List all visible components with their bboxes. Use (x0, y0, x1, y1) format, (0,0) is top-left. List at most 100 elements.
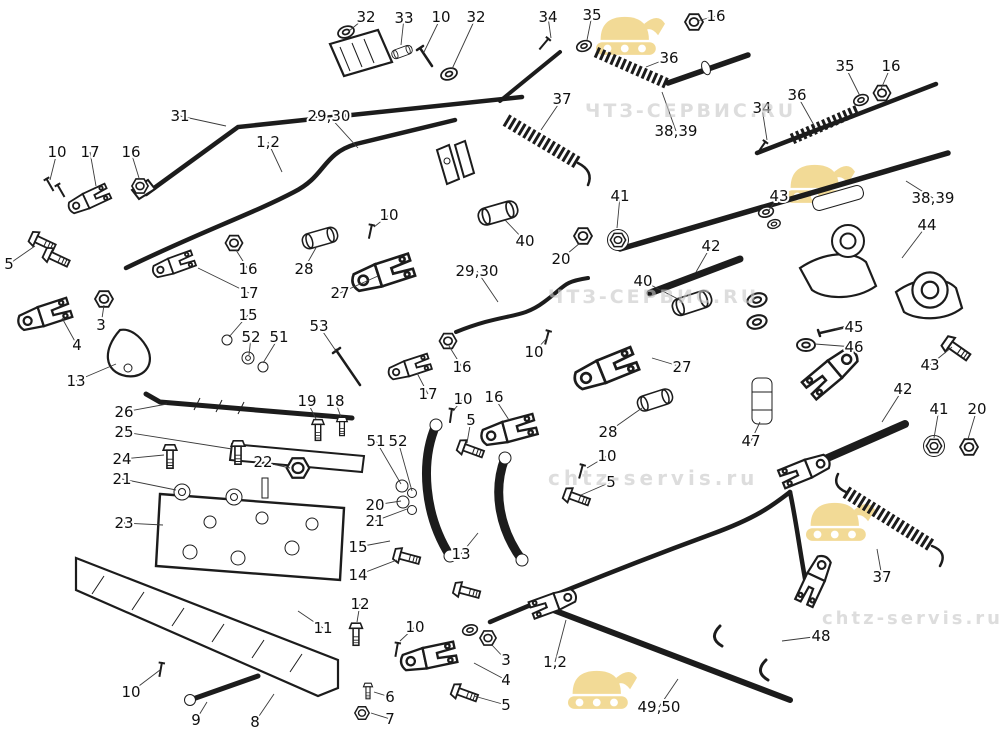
callout-leader (121, 478, 177, 491)
callout-leader (416, 372, 429, 395)
part-link (787, 489, 809, 587)
callout-leader (750, 421, 761, 442)
callout-leader (228, 314, 249, 338)
callout-leader (373, 691, 391, 698)
callout-leader (761, 107, 768, 141)
part-pin-10 (155, 660, 167, 679)
part-pin-53 (331, 346, 362, 387)
callout-label: 3 (501, 651, 511, 669)
part-pin-34 (535, 34, 553, 53)
callout-leader (49, 151, 58, 181)
part-washer-35 (574, 37, 594, 55)
callout-label: 10 (431, 8, 450, 26)
callout-leader (375, 440, 402, 485)
part-collar (701, 60, 711, 76)
callout-label: 32 (356, 8, 375, 26)
callout-label: 27 (330, 284, 349, 302)
callout-leader (967, 408, 978, 440)
callout-label: 17 (80, 143, 99, 161)
callout-leader (933, 408, 940, 439)
callout-label: 15 (348, 538, 367, 556)
callout-label: 10 (524, 343, 543, 361)
callout-leader (880, 65, 892, 90)
part-washer-15 (221, 334, 233, 346)
callout-label: 41 (610, 187, 629, 205)
callout-label: 5 (4, 255, 14, 273)
part-rod-49-50 (545, 605, 793, 703)
callout-label: 10 (453, 390, 472, 408)
part-pin-10 (415, 44, 434, 68)
callout-leader (75, 363, 117, 382)
callout-label: 27 (672, 358, 691, 376)
callout-label: 25 (114, 423, 133, 441)
callout-label: 1,2 (256, 133, 280, 151)
part-washer (744, 312, 770, 332)
part-clevis-17 (385, 352, 433, 383)
part-channel-8 (74, 556, 340, 698)
callout-label: 19 (297, 392, 316, 410)
callout-label: 16 (706, 7, 725, 25)
part-rod-29-30 (454, 276, 590, 334)
part-channel-hatch (91, 575, 303, 673)
callout-label: 21 (365, 512, 384, 530)
part-pin-22 (261, 477, 269, 499)
part-washer-51 (395, 479, 409, 493)
callout-label: 37 (552, 90, 571, 108)
callout-label: 20 (967, 400, 986, 418)
callout-leader (651, 357, 683, 368)
callout-label: 41 (929, 400, 948, 418)
part-hooks-48 (713, 624, 770, 682)
part-bar-26 (143, 391, 355, 421)
callout-leader (248, 336, 252, 356)
callout-leader (130, 669, 161, 693)
callout-leader (616, 195, 621, 229)
part-washer-52 (407, 488, 417, 498)
part-bracket-29-30 (435, 143, 461, 186)
callout-leader (554, 619, 567, 663)
callout-leader (399, 626, 416, 642)
part-spring-hooks (835, 472, 944, 568)
part-hole (305, 517, 319, 531)
callout-label: 11 (313, 619, 332, 637)
callout-leader (89, 151, 97, 187)
callout-leader (901, 224, 928, 259)
callout-leader (586, 455, 608, 469)
part-nut-22 (285, 457, 311, 479)
part-spring-36 (593, 46, 671, 90)
callout-leader (533, 336, 549, 353)
callout-leader (540, 98, 563, 131)
callout-label: 40 (515, 232, 534, 250)
callout-leader (235, 249, 249, 270)
callout-label: 43 (769, 187, 788, 205)
part-fork-4 (14, 296, 74, 335)
part-bolt-12 (348, 622, 364, 647)
callout-leader (356, 603, 361, 623)
callout-label: 17 (418, 385, 437, 403)
callout-label: 33 (394, 9, 413, 27)
callout-label: 49,50 (638, 698, 681, 716)
callout-label: 7 (385, 710, 395, 728)
part-pin-10 (53, 181, 69, 200)
callout-label: 16 (121, 143, 140, 161)
part-spring-36 (789, 104, 861, 145)
callout-leader (580, 481, 612, 496)
callout-leader (123, 431, 233, 450)
callout-leader (334, 400, 342, 418)
part-nut-3 (94, 290, 114, 308)
part-hole (182, 544, 198, 560)
callout-leader (607, 407, 643, 433)
callout-label: 10 (597, 447, 616, 465)
part-hole (443, 549, 457, 563)
callout-label: 16 (881, 57, 900, 75)
callout-leader (814, 343, 855, 348)
callout-label: 10 (121, 683, 140, 701)
callout-leader (370, 712, 391, 720)
callout-leader (876, 548, 883, 578)
callout-leader (695, 245, 712, 273)
callout-leader (328, 115, 359, 149)
part-bar-hatch (193, 397, 245, 415)
callout-label: 1,2 (543, 653, 567, 671)
part-rod-9 (187, 673, 261, 703)
callout-label: 45 (844, 318, 863, 336)
part-bolt-24 (162, 443, 178, 470)
